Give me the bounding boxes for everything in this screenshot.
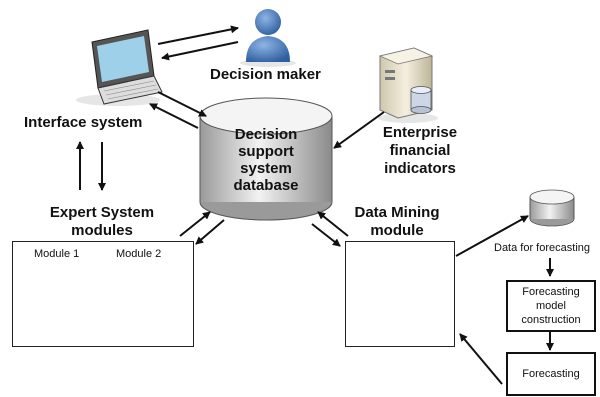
arrow [333,111,385,149]
database-label: Decision support system database [210,126,322,194]
forecasting-label: Forecasting [522,368,580,380]
enterprise-server-icon [378,47,438,123]
forecasting-model-line: construction [521,314,581,326]
expert-system-label-line: Expert System [49,204,155,221]
small-database-icon [410,86,432,114]
arrow [195,219,225,245]
arrow [455,215,529,257]
module2-label: Module 2 [116,248,162,260]
data-mining-label-line: Data Mining [354,204,440,221]
forecasting-model-line: model [536,300,566,312]
enterprise-label-line: Enterprise [382,124,458,141]
expert-system-box [12,241,194,347]
expert-system-label: Expert System modules [34,204,170,240]
forecasting-box: Forecasting [506,352,596,396]
interface-system-label: Interface system [24,114,143,131]
forecasting-model-line: Forecasting [522,286,580,298]
enterprise-label: Enterprise financial indicators [372,124,468,178]
forecasting-model-box: Forecasting model construction [506,280,596,332]
expert-system-label-line: modules [71,222,133,239]
arrow [317,211,349,237]
arrow [157,25,239,45]
data-for-forecasting-label: Data for forecasting [494,242,590,254]
arrow [161,41,239,61]
data-mining-box [345,241,455,347]
database-label-line: system [240,160,292,177]
data-mining-label-line: module [370,222,424,239]
forecast-data-cylinder [529,189,575,227]
database-label-line: support [238,143,294,160]
laptop-icon [76,29,163,106]
person-icon [240,9,296,67]
enterprise-label-line: financial [389,142,451,159]
database-cylinder [199,97,333,221]
arrow [179,211,211,237]
database-label-line: database [233,177,299,194]
decision-maker-label: Decision maker [210,66,321,83]
module1-label: Module 1 [34,248,80,260]
enterprise-label-line: indicators [384,160,456,177]
arrow [157,91,207,117]
data-mining-label: Data Mining module [345,204,449,240]
arrow [459,333,503,385]
arrow [149,103,199,129]
arrows [76,25,554,385]
arrow [311,223,341,247]
database-label-line: Decision [234,126,298,143]
